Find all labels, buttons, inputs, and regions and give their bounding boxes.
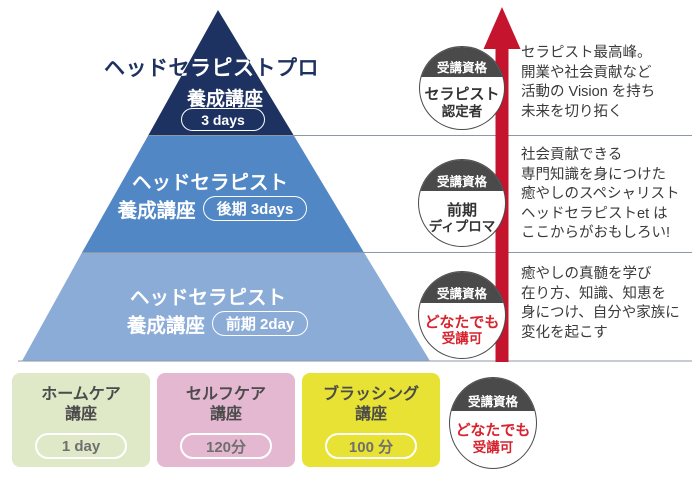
- course-title-line2: 講座: [64, 406, 97, 423]
- note-line: ここからがおもしろい!: [521, 225, 671, 241]
- note-line: 社会貢献できる: [521, 147, 623, 163]
- note-tier3-description: 癒やしの真髄を学び 在り方、知識、知恵を 身につけ、自分や家族に 変化を起こす: [521, 265, 699, 343]
- qualification-body: セラピスト 認定者: [420, 77, 504, 129]
- tier2-subtitle-row: 養成講座 後期 3days: [100, 194, 325, 223]
- pyramid-tier-bottom: [22, 252, 430, 361]
- tier-divider-lines: [18, 135, 692, 362]
- tier1-subtitle: 養成講座: [186, 89, 263, 110]
- note-line: 開業や社会貢献など: [521, 64, 652, 81]
- tier2-title: ヘッドセラピスト: [131, 172, 288, 194]
- course-duration-badge: 100 分: [325, 433, 417, 459]
- note-line: 在り方、知識、知恵を: [521, 285, 666, 302]
- qualification-line2: 受講可: [472, 440, 514, 456]
- tier2-duration-badge: 後期 3days: [202, 196, 308, 221]
- qualification-line1: セラピスト: [424, 85, 500, 103]
- tier3-subtitle: 養成講座: [126, 315, 205, 337]
- course-title-line1: ブラッシング: [322, 386, 419, 403]
- qualification-line1: 前期: [446, 201, 477, 219]
- qualification-badge-tier2: 受講資格 前期 ディプロマ: [418, 159, 506, 247]
- note-line: 未来を切り拓く: [521, 103, 623, 120]
- tier2-subtitle: 養成講座: [117, 200, 196, 222]
- tier3-title: ヘッドセラピスト: [129, 287, 286, 309]
- tier3-subtitle-row: 養成講座 前期 2day: [100, 309, 335, 338]
- qualification-body: どなたでも 受講可: [419, 303, 505, 358]
- qualification-badge-tier3: 受講資格 どなたでも 受講可: [418, 271, 506, 359]
- note-line: 活動の Vision を持ち: [521, 84, 656, 100]
- tier1-title: ヘッドセラピストプロ: [104, 57, 319, 80]
- course-duration-badge: 120分: [180, 433, 272, 459]
- pyramid-tier-middle: [82, 135, 364, 253]
- note-line: 身につけ、自分や家族に: [521, 305, 680, 321]
- note-tier2-description: 社会貢献できる 専門知識を身につけた 癒やしのスペシャリスト ヘッドセラピストe…: [521, 146, 699, 244]
- course-title-line1: ホームケア: [41, 386, 121, 403]
- qualification-line2: 受講可: [441, 331, 483, 347]
- course-box-brushing: ブラッシング 講座 100 分: [302, 373, 440, 467]
- basic-courses-row: ホームケア 講座 1 day セルフケア 講座 120分 ブラッシング 講座 1…: [12, 373, 440, 467]
- note-line: 変化を起こす: [521, 324, 608, 341]
- qualification-body: 前期 ディプロマ: [419, 191, 505, 246]
- note-line: 専門知識を身につけた: [521, 166, 666, 183]
- note-line: 癒やしのスペシャリスト: [521, 186, 680, 202]
- qualification-line1: どなたでも: [424, 313, 500, 331]
- arrow-head: [483, 7, 521, 49]
- qualification-line2: ディプロマ: [428, 219, 496, 235]
- course-box-selfcare: セルフケア 講座 120分: [157, 373, 295, 467]
- note-line: ヘッドセラピストet は: [521, 205, 668, 222]
- tier3-duration-badge: 前期 2day: [211, 311, 309, 336]
- qualification-badge-tier1: 受講資格 セラピスト 認定者: [419, 46, 505, 130]
- qualification-badge-courses: 受講資格 どなたでも 受講可: [449, 377, 537, 469]
- course-title-line1: セルフケア: [185, 386, 266, 403]
- course-title-line2: 講座: [209, 406, 242, 423]
- course-duration-badge: 1 day: [35, 433, 127, 459]
- tier1-duration-badge: 3 days: [181, 108, 265, 131]
- qualification-line1: どなたでも: [455, 422, 531, 440]
- course-box-homecare: ホームケア 講座 1 day: [12, 373, 150, 467]
- pyramid-tier-top: [148, 10, 294, 136]
- course-title-line2: 講座: [354, 406, 387, 423]
- qualification-body: どなたでも 受講可: [450, 411, 536, 469]
- note-line: 癒やしの真髄を学び: [521, 266, 652, 282]
- note-line: セラピスト最高峰。: [521, 45, 652, 61]
- note-tier1-description: セラピスト最高峰。 開業や社会貢献など 活動の Vision を持ち 未来を切り…: [521, 44, 699, 122]
- qualification-line2: 認定者: [441, 103, 483, 119]
